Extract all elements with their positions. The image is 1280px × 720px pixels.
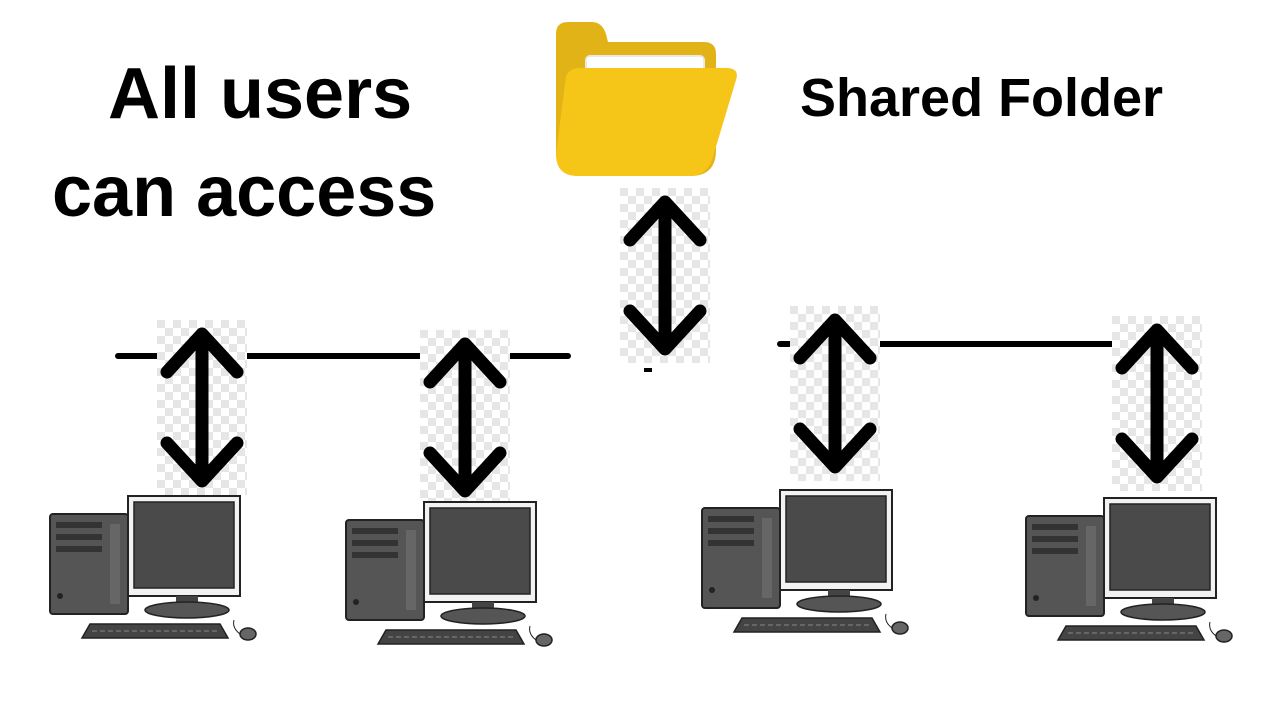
title-line-2: can access [52, 152, 437, 232]
desktop-computer-icon [49, 495, 257, 641]
double-arrow-icon [420, 330, 510, 505]
double-arrow-icon [1112, 316, 1202, 491]
folder-icon [556, 22, 737, 176]
desktop-computer-icon [345, 501, 553, 647]
title-line-1: All users [108, 54, 413, 134]
double-arrow-icon [620, 188, 710, 363]
shared-folder-label: Shared Folder [800, 68, 1164, 128]
desktop-computer-icon [701, 489, 909, 635]
desktop-computer-icon [1025, 497, 1233, 643]
double-arrow-icon [790, 306, 880, 481]
double-arrow-icon [157, 320, 247, 495]
